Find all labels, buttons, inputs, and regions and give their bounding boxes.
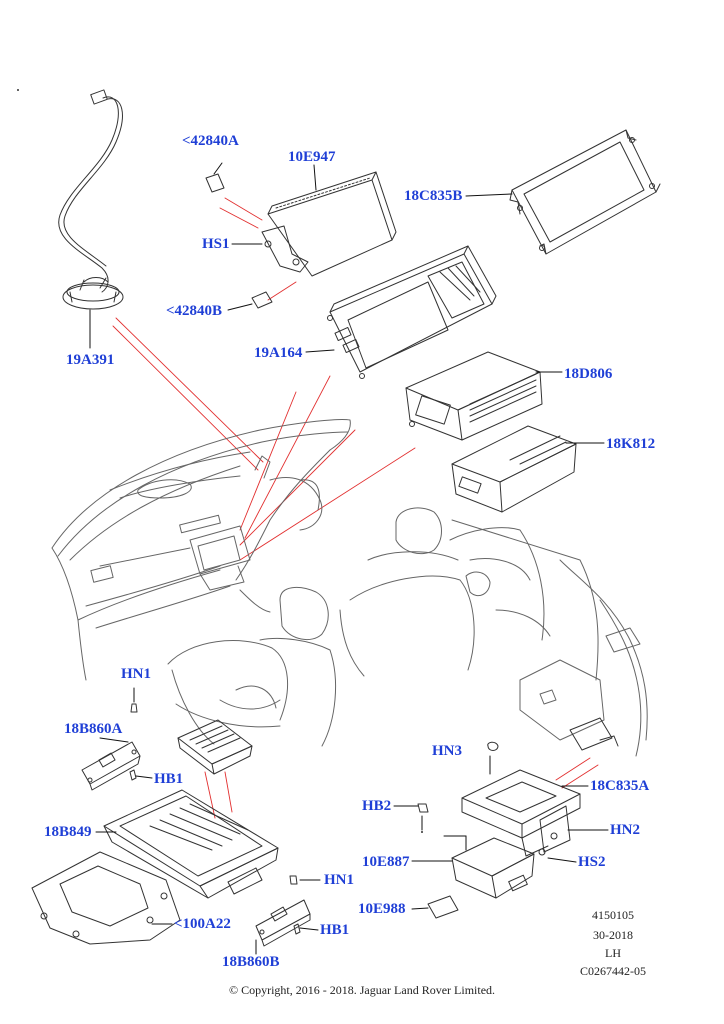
bracket-18b860b bbox=[255, 875, 321, 955]
callout-hn2: HN2 bbox=[610, 822, 640, 838]
dashboard-outline bbox=[51, 419, 351, 681]
amplifier-small bbox=[177, 719, 253, 775]
module-10e947 bbox=[231, 164, 397, 277]
callout-100a22: <100A22 bbox=[174, 916, 231, 932]
callout-hb1-bottom: HB1 bbox=[320, 922, 350, 938]
red-leader-lines bbox=[112, 197, 599, 819]
touchscreen-19a164 bbox=[305, 245, 497, 379]
callout-42840b: <42840B bbox=[166, 303, 223, 319]
callout-hs2: HS2 bbox=[578, 854, 606, 870]
pad-10e988 bbox=[411, 895, 459, 919]
bracket-18c835a bbox=[393, 717, 619, 863]
bracket-18b860a bbox=[81, 687, 153, 791]
reference-line-2: 30-2018 bbox=[593, 928, 633, 942]
antenna-cable-19a391 bbox=[58, 89, 124, 349]
callout-18c835b: 18C835B bbox=[404, 188, 463, 204]
callout-10e988: 10E988 bbox=[358, 901, 406, 917]
pad-42840b bbox=[227, 291, 273, 311]
interior-seats-outline bbox=[167, 507, 648, 757]
callout-hb1-top: HB1 bbox=[154, 771, 184, 787]
callout-18k812: 18K812 bbox=[606, 436, 656, 452]
callout-hn3: HN3 bbox=[432, 743, 462, 759]
callout-hn1-bottom: HN1 bbox=[324, 872, 354, 888]
callout-18b860a: 18B860A bbox=[64, 721, 123, 737]
callout-hs1: HS1 bbox=[202, 236, 230, 252]
drive-18d806 bbox=[405, 351, 563, 441]
tiny-dots bbox=[17, 89, 423, 833]
callout-18d806: 18D806 bbox=[564, 366, 613, 382]
callout-hn1-top: HN1 bbox=[121, 666, 151, 682]
callout-42840a: <42840A bbox=[182, 133, 239, 149]
reference-line-1: 4150105 bbox=[592, 908, 634, 922]
cover-100a22 bbox=[31, 851, 181, 945]
callout-hb2: HB2 bbox=[362, 798, 392, 814]
module-10e887 bbox=[411, 835, 535, 899]
callout-18b860b: 18B860B bbox=[222, 954, 280, 970]
copyright-notice: © Copyright, 2016 - 2018. Jaguar Land Ro… bbox=[228, 983, 496, 997]
callout-10e887: 10E887 bbox=[362, 854, 410, 870]
module-18k812 bbox=[451, 425, 605, 513]
pad-42840a bbox=[205, 162, 225, 193]
reference-line-4: C0267442-05 bbox=[580, 964, 646, 978]
bracket-18c835b bbox=[465, 129, 661, 255]
reference-line-3: LH bbox=[605, 946, 621, 960]
callout-19a164: 19A164 bbox=[254, 345, 303, 361]
callout-19a391: 19A391 bbox=[66, 352, 115, 368]
amplifier-18b849 bbox=[95, 789, 279, 899]
callout-10e947: 10E947 bbox=[288, 149, 336, 165]
callout-18b849: 18B849 bbox=[44, 824, 92, 840]
callout-18c835a: 18C835A bbox=[590, 778, 650, 794]
